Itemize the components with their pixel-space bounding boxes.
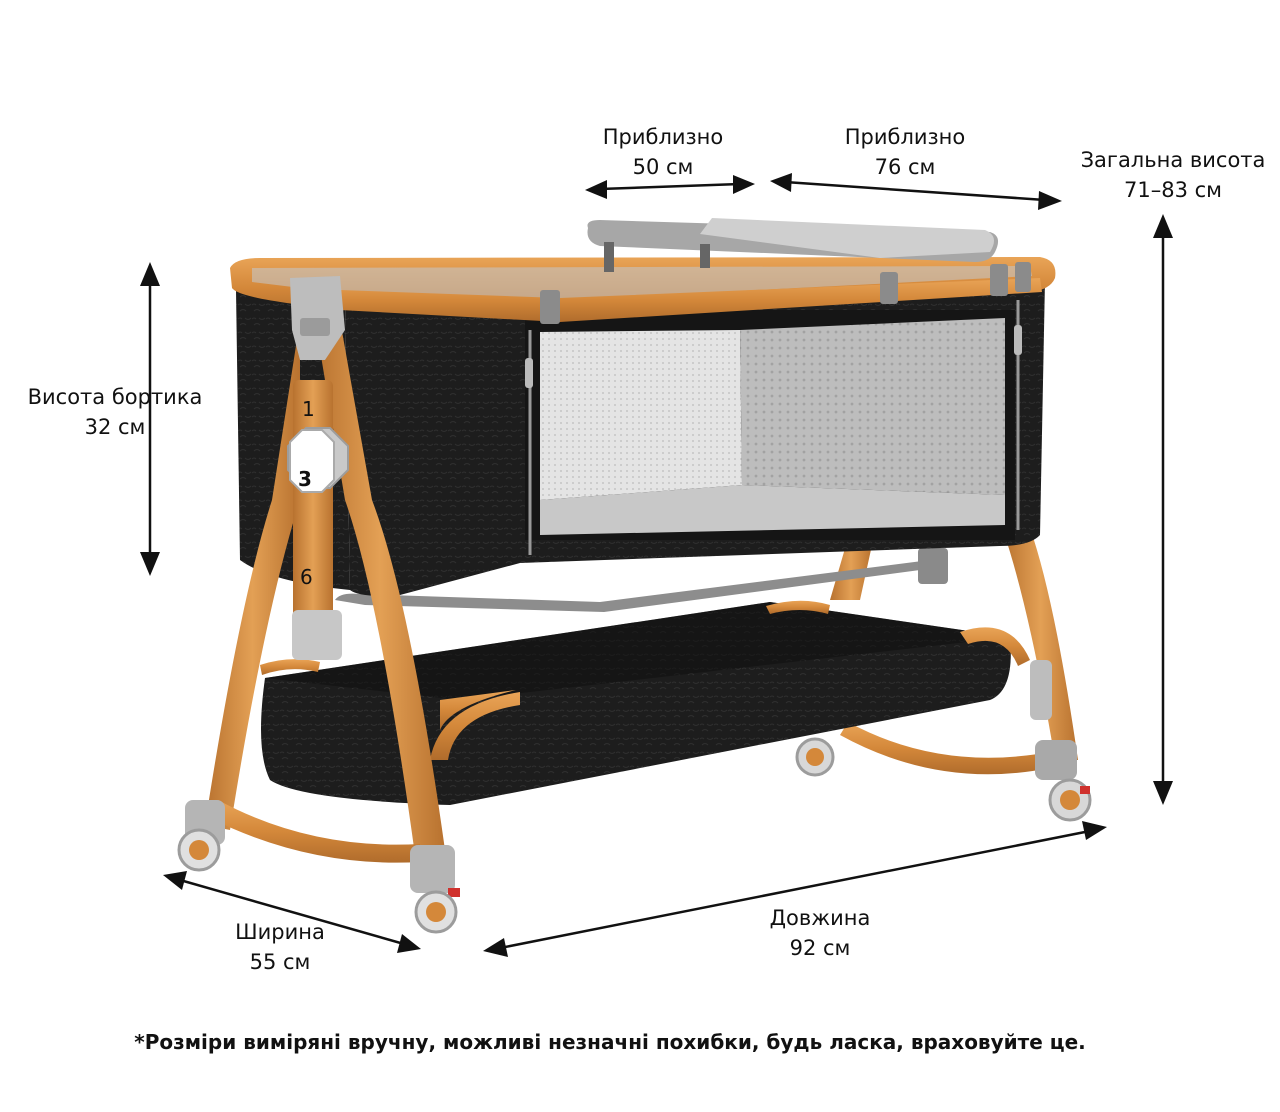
arrow-length bbox=[483, 821, 1107, 957]
changing-panel bbox=[587, 218, 999, 272]
label-approx-76: Приблизно 76 см bbox=[844, 125, 966, 179]
back-legs bbox=[830, 528, 1078, 780]
arrow-side-height bbox=[140, 262, 160, 576]
back-wheels bbox=[795, 737, 1092, 822]
height-adjust-bracket: 1 3 6 bbox=[287, 276, 349, 660]
height-step-6: 6 bbox=[300, 565, 313, 589]
front-wheels bbox=[177, 800, 460, 934]
label-length: Довжина 92 см bbox=[769, 906, 871, 960]
storage-basket bbox=[260, 600, 1030, 805]
arrow-total-height bbox=[1153, 214, 1173, 805]
label-total-height: Загальна висота 71–83 см bbox=[1080, 148, 1266, 202]
label-side-height: Висота бортика 32 см bbox=[27, 385, 203, 439]
arrow-width bbox=[163, 871, 421, 953]
measurement-note: *Розміри виміряні вручну, можливі незнач… bbox=[134, 1030, 1086, 1054]
label-approx-50: Приблизно 50 см bbox=[602, 125, 724, 179]
height-step-3: 3 bbox=[298, 467, 312, 491]
arrow-approx-50 bbox=[585, 175, 755, 199]
height-step-1: 1 bbox=[302, 397, 315, 421]
label-width: Ширина 55 см bbox=[235, 920, 325, 974]
top-rim bbox=[230, 257, 1056, 324]
arrow-approx-76 bbox=[770, 173, 1062, 210]
crib-illustration: 1 3 6 bbox=[177, 218, 1092, 934]
support-bar bbox=[335, 548, 948, 612]
